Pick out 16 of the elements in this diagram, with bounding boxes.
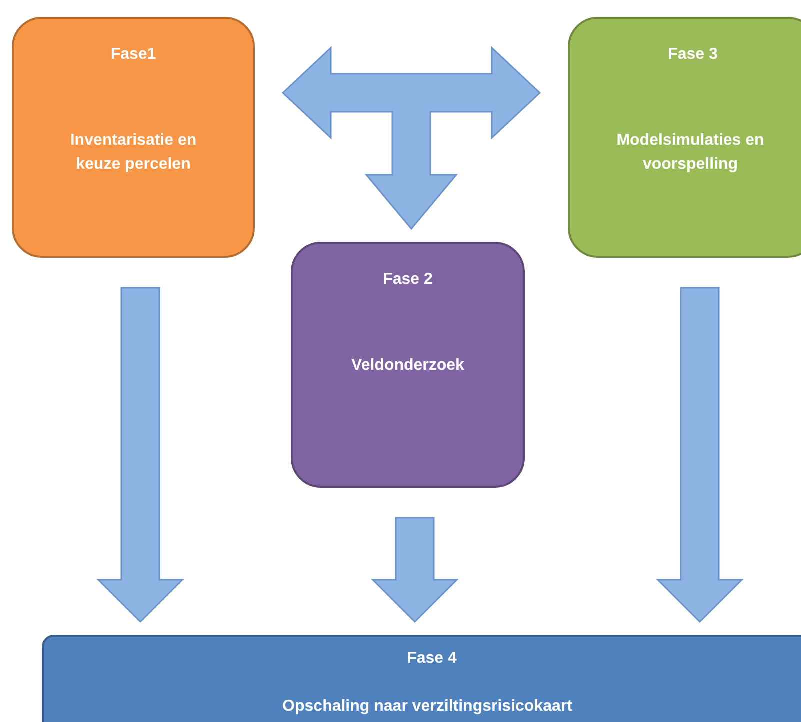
phase-title: Fase1: [110, 45, 158, 65]
block-arrow: [371, 517, 459, 624]
phase-description: Modelsimulaties en voorspelling: [616, 131, 766, 175]
phase-description: Opschaling naar verziltingsrisicokaart: [282, 697, 574, 717]
phase-title: Fase 4: [406, 649, 458, 669]
block-arrow: [282, 46, 542, 230]
phase-title: Fase 2: [382, 270, 434, 290]
phase-box: [291, 242, 525, 488]
block-arrow: [96, 287, 184, 624]
phase-description: Veldonderzoek: [350, 356, 466, 376]
block-arrow: [656, 287, 744, 624]
phase-box: [12, 17, 255, 258]
phase-box: [42, 635, 801, 722]
phase-description: Inventarisatie en keuze percelen: [69, 131, 198, 175]
phase-title: Fase 3: [667, 45, 719, 65]
phase-box: [568, 17, 801, 258]
